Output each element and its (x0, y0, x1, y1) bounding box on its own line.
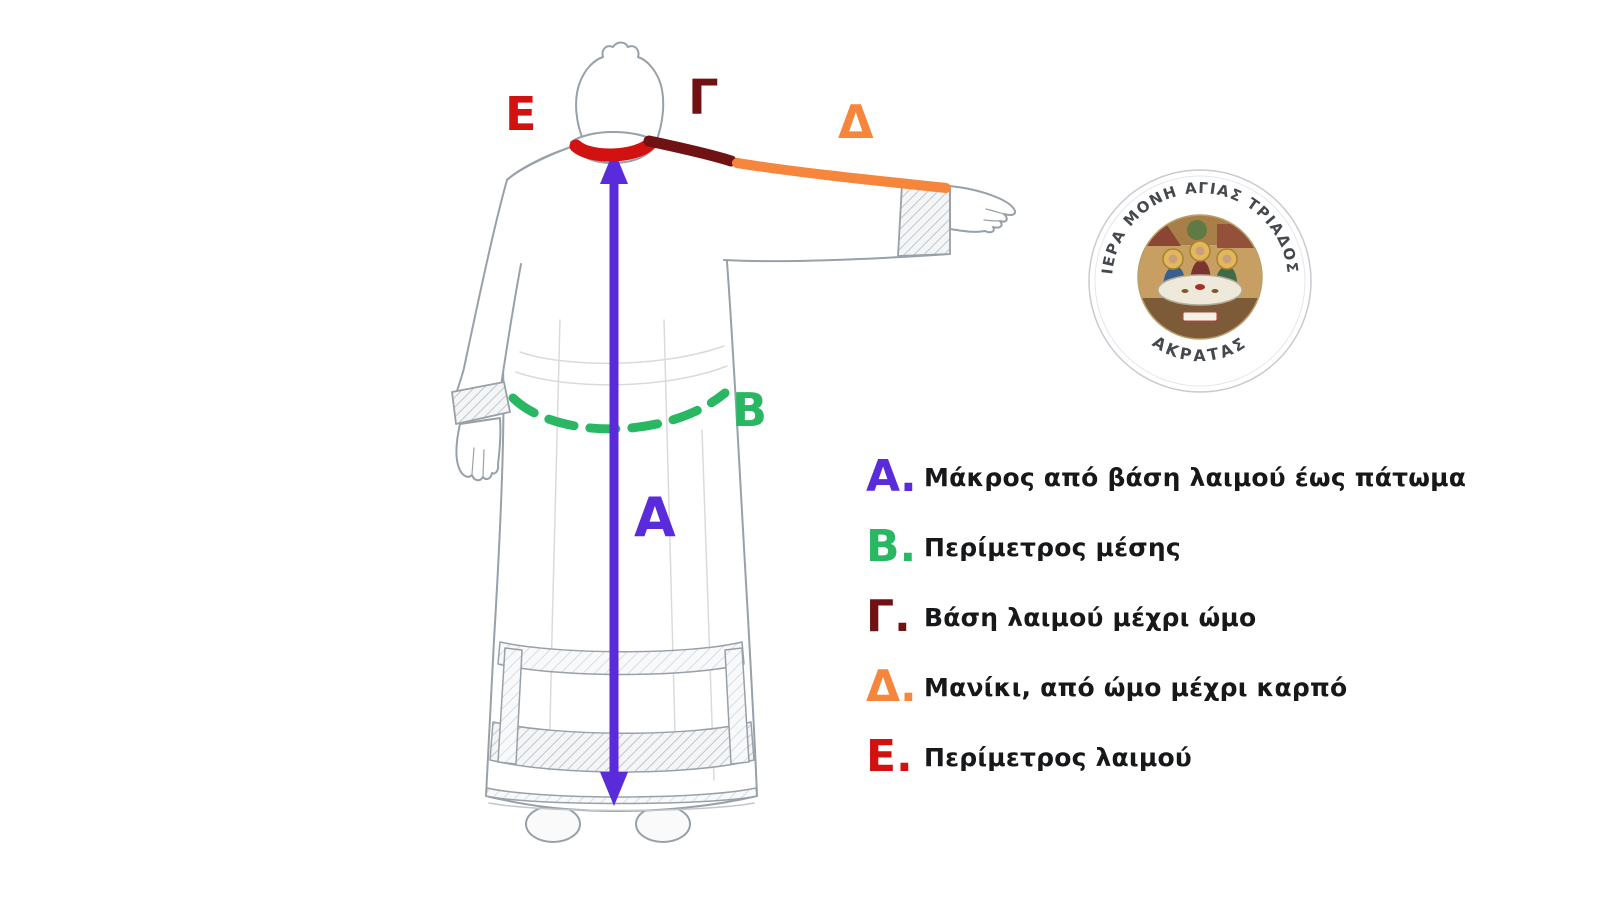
shoulder-measure-line (643, 135, 737, 167)
seal-inner-ring (1094, 175, 1306, 387)
legend-letter-beta: Β. (866, 521, 917, 572)
robe-body (485, 139, 758, 812)
legend-text-waist: Περίμετρος μέσης (924, 532, 1181, 562)
legend-item-sleeve: Δ. Μανίκι, από ώμο μέχρι καρπό (866, 652, 1466, 722)
legend-letter-alpha: Α. (866, 451, 917, 502)
marker-E: Ε (505, 87, 536, 141)
length-arrowhead-top (600, 150, 628, 184)
length-arrowhead-bottom (600, 772, 628, 806)
legend-text-neck: Περίμετρος λαιμού (924, 742, 1192, 772)
legend-text-sleeve: Μανίκι, από ώμο μέχρι καρπό (924, 672, 1348, 702)
monastery-seal: ΙΕΡΑ ΜΟΝΗ ΑΓΙΑΣ ΤΡΙΑΔΟΣ ΑΚΡΑΤΑΣ (1085, 166, 1315, 396)
legend-letter-epsilon: Ε. (866, 731, 913, 782)
legend-item-neck: Ε. Περίμετρος λαιμού (866, 722, 1466, 792)
measurement-overlays (508, 135, 951, 806)
right-sleeve (657, 142, 950, 262)
right-hand (949, 185, 1017, 234)
left-foot (525, 805, 581, 843)
legend-letter-gamma: Γ. (866, 591, 911, 642)
legend-item-waist: Β. Περίμετρος μέσης (866, 512, 1466, 582)
legend-text-length: Μάκρος από βάση λαιμού έως πάτωμα (924, 462, 1467, 492)
robe-illustration (451, 41, 1017, 843)
right-cuff-band (897, 183, 951, 257)
marker-letters: Ε Γ Δ Β Α (505, 70, 874, 549)
marker-alpha: Α (634, 486, 676, 549)
legend-letter-delta: Δ. (866, 661, 917, 712)
monastery-seal-svg: ΙΕΡΑ ΜΟΝΗ ΑΓΙΑΣ ΤΡΙΑΔΟΣ ΑΚΡΑΤΑΣ (1088, 169, 1312, 393)
head (575, 41, 665, 143)
legend-text-shoulder: Βάση λαιμού μέχρι ώμο (924, 602, 1257, 632)
legend-item-shoulder: Γ. Βάση λαιμού μέχρι ώμο (866, 582, 1466, 652)
marker-gamma: Γ (688, 70, 719, 126)
measurement-legend: Α. Μάκρος από βάση λαιμού έως πάτωμα Β. … (866, 442, 1466, 792)
left-hand (455, 417, 502, 482)
marker-delta: Δ (838, 95, 874, 149)
marker-beta: Β (732, 383, 767, 437)
neck-measure-line (569, 136, 658, 162)
left-cuff-band (451, 381, 511, 425)
left-sleeve (455, 148, 568, 398)
legend-item-length: Α. Μάκρος από βάση λαιμού έως πάτωμα (866, 442, 1466, 512)
hem-decoration (485, 641, 758, 805)
sleeve-measure-line (732, 158, 951, 193)
